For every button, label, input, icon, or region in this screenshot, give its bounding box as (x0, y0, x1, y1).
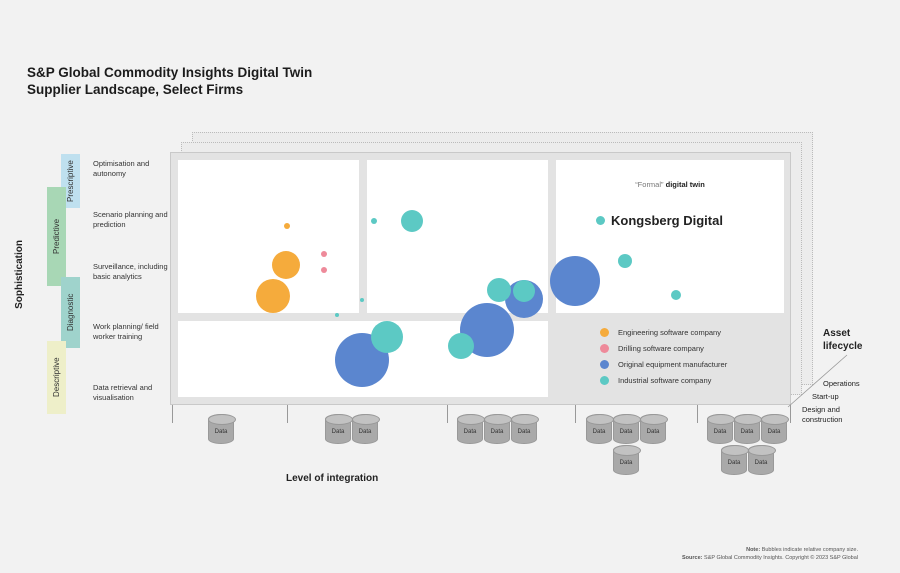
legend-dot (600, 343, 609, 353)
legend-label: Industrial software company (618, 375, 712, 385)
kongsberg-label: Kongsberg Digital (611, 213, 723, 228)
bubble-engineering (256, 279, 290, 313)
bubble-industrial (360, 298, 364, 302)
legend-item: Engineering software company (600, 324, 727, 340)
stage-startup: Start-up (812, 392, 839, 401)
legend-item: Drilling software company (600, 340, 727, 356)
legend-dot (600, 327, 609, 337)
note-text: Bubbles indicate relative company size. (761, 547, 858, 553)
data-cylinder-label: Data (767, 429, 781, 435)
axis-tick (287, 405, 288, 423)
data-cylinder-label: Data (463, 429, 477, 435)
lifecycle-arrow-icon (787, 354, 848, 408)
band-predictive: Predictive (47, 187, 66, 286)
data-cylinder-label: Data (490, 429, 504, 435)
legend-label: Engineering software company (618, 327, 721, 337)
x-axis-label: Level of integration (286, 473, 379, 484)
note-label: Note: (746, 547, 761, 553)
data-cylinder-icon: Data (748, 445, 776, 475)
y-axis-label: Sophistication (14, 240, 25, 309)
formal-quote: “Formal” (635, 180, 664, 189)
bubble-industrial (371, 218, 377, 224)
source-label: Source: (682, 555, 703, 561)
bubble-drilling (321, 251, 327, 257)
bubble-industrial (448, 333, 474, 359)
row-label: Scenario planning and prediction (93, 210, 168, 229)
data-cylinder-label: Data (619, 460, 633, 466)
bubble-oem (550, 256, 600, 306)
data-cylinder-label: Data (619, 429, 633, 435)
data-cylinder-label: Data (331, 429, 345, 435)
legend-item: Original equipment manufacturer (600, 356, 727, 372)
data-cylinder-icon: Data (511, 414, 539, 444)
data-cylinder-icon: Data (734, 414, 762, 444)
bubble-kongsberg (596, 216, 605, 225)
bubble-industrial (371, 321, 403, 353)
bubble-industrial (513, 280, 535, 302)
data-cylinder-label: Data (646, 429, 660, 435)
data-cylinder-label: Data (754, 460, 768, 466)
chart-title: S&P Global Commodity Insights Digital Tw… (27, 64, 312, 98)
data-cylinder-icon: Data (208, 414, 236, 444)
legend-label: Original equipment manufacturer (618, 359, 728, 369)
stage-operations: Operations (823, 379, 860, 388)
data-cylinder-label: Data (358, 429, 372, 435)
band-descriptive: Descriptive (47, 341, 66, 414)
legend-dot (600, 375, 609, 385)
bubble-drilling (321, 267, 327, 273)
bubble-industrial (401, 210, 423, 232)
data-cylinder-label: Data (517, 429, 531, 435)
title-line: Supplier Landscape, Select Firms (27, 82, 244, 97)
source: Source: S&P Global Commodity Insights. C… (682, 555, 858, 561)
data-cylinder-icon: Data (613, 445, 641, 475)
bubble-industrial (335, 313, 339, 317)
bubble-industrial (671, 290, 681, 300)
data-cylinder-icon: Data (586, 414, 614, 444)
stage-design: Design and construction (802, 405, 843, 424)
data-cylinder-icon: Data (484, 414, 512, 444)
bubble-industrial (487, 278, 511, 302)
axis-tick (697, 405, 698, 423)
legend-dot (600, 359, 609, 369)
data-cylinder-icon: Data (640, 414, 668, 444)
data-cylinder-label: Data (713, 429, 727, 435)
legend: Engineering software company Drilling so… (600, 324, 727, 388)
data-cylinder-icon: Data (325, 414, 353, 444)
legend-label: Drilling software company (618, 343, 704, 353)
axis-tick (790, 405, 791, 423)
lifecycle-title: Asset lifecycle (823, 328, 863, 352)
legend-item: Industrial software company (600, 372, 727, 388)
formal-bold: digital twin (665, 180, 705, 189)
axis-tick (447, 405, 448, 423)
data-cylinder-label: Data (214, 429, 228, 435)
data-cylinder-icon: Data (613, 414, 641, 444)
data-cylinder-icon: Data (457, 414, 485, 444)
data-cylinder-label: Data (727, 460, 741, 466)
data-cylinder-icon: Data (721, 445, 749, 475)
note: Note: Bubbles indicate relative company … (746, 547, 858, 553)
data-cylinder-label: Data (592, 429, 606, 435)
row-label: Work planning/ field worker training (93, 322, 159, 341)
title-line: S&P Global Commodity Insights Digital Tw… (27, 65, 313, 80)
bubble-engineering (272, 251, 300, 279)
data-cylinder-icon: Data (707, 414, 735, 444)
row-label: Data retrieval and visualisation (93, 383, 153, 402)
row-label: Optimisation and autonomy (93, 159, 150, 178)
formal-twin-label: “Formal” digital twin (556, 180, 784, 189)
axis-tick (575, 405, 576, 423)
bubble-engineering (284, 223, 290, 229)
axis-tick (172, 405, 173, 423)
band-diagnostic: Diagnostic (61, 277, 80, 348)
bubble-industrial (618, 254, 632, 268)
data-cylinder-icon: Data (761, 414, 789, 444)
data-cylinder-icon: Data (352, 414, 380, 444)
row-label: Surveillance, including basic analytics (93, 262, 168, 281)
source-text: S&P Global Commodity Insights. Copyright… (704, 555, 858, 561)
data-cylinder-label: Data (740, 429, 754, 435)
